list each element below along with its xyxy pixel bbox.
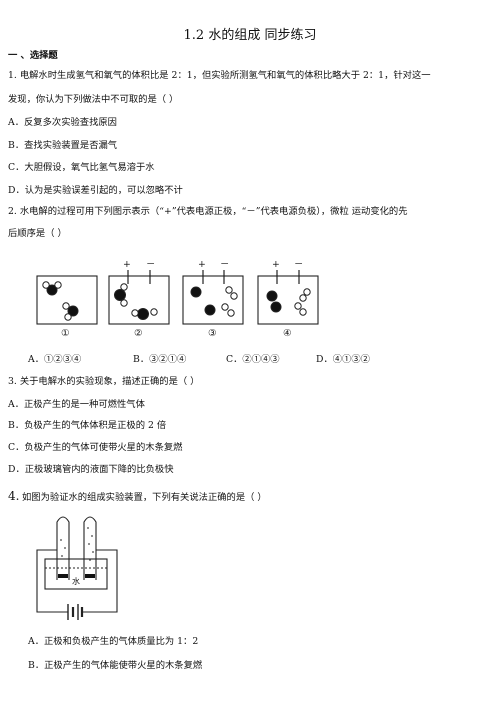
q3-option-c[interactable]: C．负极产生的气体可使带火星的木条复燃 bbox=[8, 442, 183, 453]
q1-stem-line1: 1. 电解水时生成氢气和氧气的体积比是 2：1，但实验所测氢气和氧气的体积比略大… bbox=[8, 70, 431, 81]
panel-4-box bbox=[257, 275, 319, 325]
q2-option-d[interactable]: D．④①③② bbox=[316, 354, 370, 365]
q1-option-c[interactable]: C．大胆假设，氧气比氢气易溶于水 bbox=[8, 162, 155, 173]
q4-number: 4. bbox=[8, 489, 20, 503]
panel-4-plus: + bbox=[272, 259, 280, 270]
q1-option-b[interactable]: B．查找实验装置是否漏气 bbox=[8, 140, 118, 151]
q4-option-b[interactable]: B．正极产生的气体能使带火星的木条复燃 bbox=[28, 660, 203, 671]
q1-stem-line2: 发现，你认为下列做法中不可取的是（ ） bbox=[8, 94, 179, 105]
q1-option-a[interactable]: A．反复多次实验查找原因 bbox=[8, 117, 117, 128]
q3-stem: 3. 关于电解水的实验现象，描述正确的是（ ） bbox=[8, 376, 200, 387]
q4-option-a[interactable]: A．正极和负极产生的气体质量比为 1：2 bbox=[28, 636, 199, 647]
panel-1-label: ① bbox=[61, 328, 70, 339]
panel-3-plus: + bbox=[198, 259, 206, 270]
q1-option-d[interactable]: D．认为是实验误差引起的，可以忽略不计 bbox=[8, 185, 183, 196]
left-wire bbox=[36, 549, 68, 613]
panel-3-label: ③ bbox=[208, 328, 217, 339]
right-wire bbox=[82, 549, 118, 613]
q2-option-a[interactable]: A．①②③④ bbox=[28, 354, 82, 365]
q3-option-b[interactable]: B．负极产生的气体体积是正极的 2 倍 bbox=[8, 420, 167, 431]
page-title: 1.2 水的组成 同步练习 bbox=[183, 28, 317, 43]
q4-stem: 如图为验证水的组成实验装置，下列有关说法正确的是（ ） bbox=[22, 492, 267, 503]
q2-stem-line1: 2. 水电解的过程可用下列图示表示（“+”代表电源正极，“－”代表电源负极），微… bbox=[8, 206, 408, 217]
water-label: 水 bbox=[72, 577, 80, 586]
panel-4-minus: － bbox=[294, 259, 304, 270]
q2-option-c[interactable]: C．②①④③ bbox=[226, 354, 280, 365]
q2-option-b[interactable]: B．③②①④ bbox=[133, 354, 187, 365]
section-heading: 一 、选择题 bbox=[8, 50, 58, 61]
panel-2-minus: － bbox=[146, 259, 156, 270]
panel-3-minus: － bbox=[220, 259, 230, 270]
panel-2-label: ② bbox=[134, 328, 143, 339]
right-tube bbox=[83, 516, 97, 580]
q3-option-a[interactable]: A．正极产生的是一种可燃性气体 bbox=[8, 399, 145, 410]
q3-option-d[interactable]: D．正极玻璃管内的液面下降的比负极快 bbox=[8, 464, 174, 475]
panel-4-label: ④ bbox=[283, 328, 292, 339]
water-trough bbox=[44, 558, 108, 590]
left-tube bbox=[56, 516, 70, 580]
q2-stem-line2: 后顺序是（ ） bbox=[8, 228, 67, 239]
panel-2-plus: + bbox=[123, 259, 131, 270]
